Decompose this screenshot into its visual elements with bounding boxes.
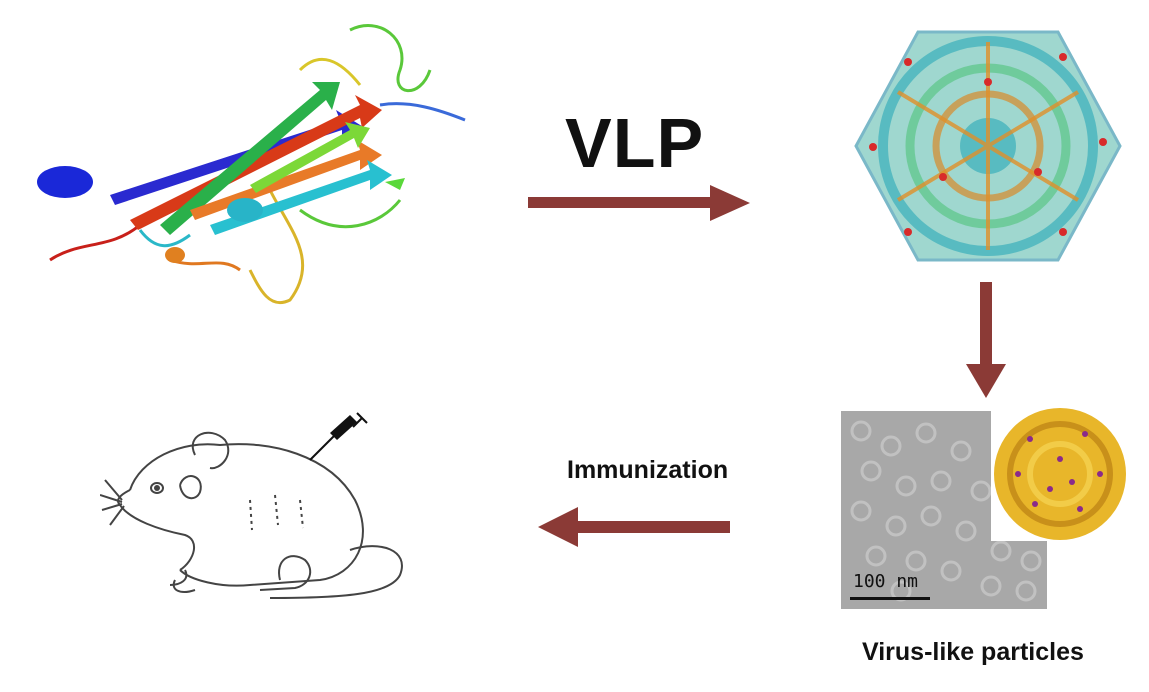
virus-like-particles-label: Virus-like particles (862, 638, 1084, 666)
capsid-structure-image (854, 30, 1122, 262)
scale-bar (850, 597, 930, 600)
scale-bar-label: 100 nm (853, 571, 919, 592)
mouse-drawing (100, 431, 403, 599)
gold-capsid-image (994, 408, 1126, 540)
vlp-label: VLP (565, 104, 705, 182)
syringe-icon (309, 412, 368, 461)
down-arrow-icon (966, 282, 1006, 398)
left-arrow-icon (538, 507, 730, 547)
protein-structure-image (37, 24, 466, 305)
right-arrow-icon (528, 185, 750, 221)
immunization-label: Immunization (567, 456, 729, 484)
